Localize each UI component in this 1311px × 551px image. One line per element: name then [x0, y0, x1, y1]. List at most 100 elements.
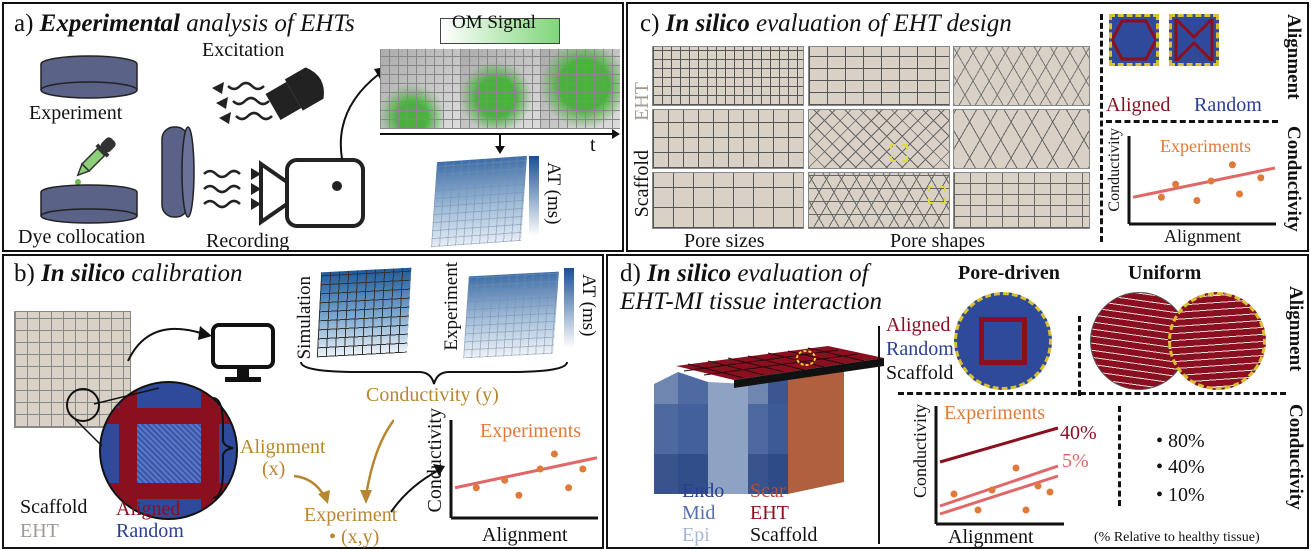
- data-point: [472, 484, 480, 492]
- at-map: [431, 155, 527, 248]
- c-plot-legend: Experiments: [1160, 136, 1251, 156]
- pct-list-10: • 10%: [1156, 484, 1205, 506]
- dye-collocation-label: Dye collocation: [18, 226, 146, 248]
- alignment-brace: [212, 397, 234, 499]
- emission-waves: [203, 168, 261, 210]
- tissue-block-3d: [654, 346, 884, 494]
- pore-shape-grid-6: [953, 172, 1090, 229]
- relative-note: (% Relative to healthy tissue): [1094, 530, 1260, 545]
- data-point: [515, 491, 523, 499]
- random-label: Random: [116, 520, 184, 542]
- scaffold-v-label: Scaffold: [631, 150, 653, 218]
- panel-a-title: a) Experimental analysis of EHTs: [14, 10, 355, 37]
- pct5-label: 5%: [1062, 450, 1089, 472]
- panel-d-title-line1: d) In silico evaluation of: [620, 260, 869, 287]
- pct40-label: 40%: [1060, 422, 1097, 444]
- panel-a: a) Experimental analysis of EHTs Experim…: [2, 2, 624, 252]
- om-signal-label: OM Signal: [452, 12, 536, 33]
- zoom-source-circle: [66, 388, 100, 422]
- data-point: [1257, 174, 1265, 182]
- pore-shape-grid-2: [953, 46, 1090, 106]
- excitation-waves: [212, 81, 273, 124]
- d-divider-solid: [878, 326, 880, 544]
- c-random-label: Random: [1194, 94, 1262, 116]
- uniform-circle-right: [1168, 292, 1266, 390]
- d-aligned-label: Aligned: [886, 314, 951, 336]
- scaffold-label: Scaffold: [20, 496, 88, 518]
- experiment-point-label: Experiment: [304, 504, 398, 526]
- pore-driven-circle: [954, 292, 1052, 390]
- data-point: [1193, 197, 1201, 204]
- panel-b-title: b) In silico calibration: [14, 260, 243, 287]
- endo-label: Endo: [682, 480, 725, 502]
- d-plot-xlabel: Alignment: [948, 526, 1034, 548]
- c-alignment-side-label: Alignment: [1283, 14, 1304, 100]
- data-point: [536, 465, 544, 473]
- data-point: [1172, 180, 1180, 188]
- experiment-map-label: Experiment: [441, 262, 462, 351]
- recording-label: Recording: [206, 230, 290, 252]
- experiment-map: [463, 271, 559, 359]
- data-point: [579, 465, 587, 473]
- b-at-colorbar: [564, 268, 574, 348]
- d-scaffold-label: Scaffold: [886, 362, 954, 384]
- b-at-colorbar-label: AT (ms): [578, 274, 599, 337]
- to-computer-arrow: [127, 326, 212, 362]
- d-alignment-side-label: Alignment: [1285, 286, 1306, 372]
- d-divider-v2: [1118, 406, 1121, 506]
- b-plot-legend: Experiments: [480, 420, 582, 442]
- panel-b: b) In silico calibration Scaffold EHT Al…: [2, 254, 604, 549]
- d-eht-label: EHT: [750, 502, 789, 524]
- d-divider-v1: [1078, 316, 1081, 396]
- experiment-label: Experiment: [29, 102, 123, 124]
- c-plot-ylabel: Conductivity: [1106, 128, 1123, 212]
- at-colorbar-label: AT (ms): [543, 162, 564, 225]
- x-label: (x): [262, 458, 286, 480]
- c-conductivity-side-label: Conductivity: [1283, 126, 1304, 232]
- aligned-pattern: [1109, 14, 1159, 66]
- data-point: [1207, 177, 1215, 185]
- pore-shapes-label: Pore shapes: [890, 230, 985, 252]
- b-scatter-plot: [449, 420, 598, 520]
- om-signal-colorbar: [440, 18, 560, 44]
- c-scatter-plot: [1127, 136, 1276, 226]
- conductivity-y-label: Conductivity (y): [366, 384, 499, 406]
- uniform-header: Uniform: [1128, 262, 1202, 284]
- computer-icon: [211, 323, 275, 382]
- pore-highlight-1: [890, 144, 908, 162]
- epi-label: Epi: [682, 524, 710, 546]
- eht-label: EHT: [20, 520, 59, 542]
- panel-d-title-line2: EHT-MI tissue interaction: [620, 288, 882, 315]
- trend-line: [1132, 166, 1276, 199]
- random-pattern: [1169, 14, 1219, 66]
- pct-list-40: • 40%: [1156, 456, 1205, 478]
- xy-label: • (x,y): [329, 526, 380, 548]
- dye-dish-icon: [40, 184, 138, 224]
- t-label: t: [590, 134, 596, 156]
- d-random-label: Random: [886, 338, 954, 360]
- aligned-label: Aligned: [116, 498, 181, 520]
- eht-v-label: EHT: [631, 82, 653, 121]
- data-point: [1228, 161, 1236, 169]
- simulation-label: Simulation: [294, 276, 315, 360]
- d-divider-h: [898, 392, 1286, 395]
- pore-highlight-2: [928, 186, 946, 204]
- data-point: [550, 450, 558, 458]
- d-scaffold-bottom-label: Scaffold: [750, 524, 818, 546]
- d-experiments-label: Experiments: [944, 402, 1046, 424]
- d-conductivity-side-label: Conductivity: [1285, 404, 1306, 510]
- d-plot-ylabel: Conductivity: [910, 404, 930, 498]
- zoom-lines: [71, 387, 160, 447]
- zoom-circle: [99, 381, 238, 520]
- camera-icon: [259, 158, 365, 228]
- data-point: [1157, 193, 1165, 201]
- trend-line: [454, 456, 598, 490]
- time-axis: [380, 129, 620, 154]
- experiment-dish-icon: [40, 55, 138, 99]
- simulation-map: [316, 267, 412, 358]
- pore-shape-grid-5: [808, 172, 950, 229]
- c-divider-v: [1100, 14, 1103, 242]
- excitation-label: Excitation: [202, 39, 285, 61]
- calibration-arrows: [293, 419, 394, 504]
- c-aligned-label: Aligned: [1106, 94, 1171, 116]
